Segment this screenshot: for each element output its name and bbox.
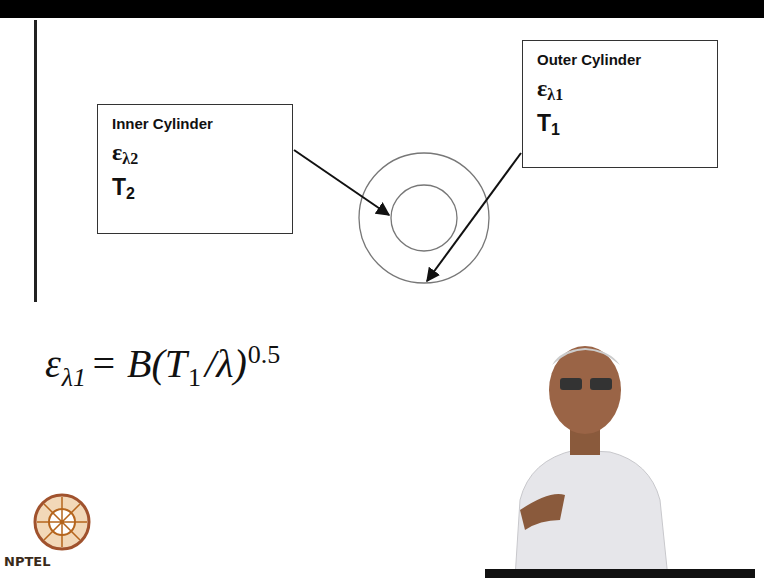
label-box: Inner Cylinder ελ2T2 <box>97 104 293 234</box>
top-bar <box>0 0 764 18</box>
equation-symbol: ε <box>45 341 61 386</box>
logo-text: NPTEL <box>4 554 50 569</box>
text-line: ελ1 <box>537 75 703 104</box>
equation-text: = B(T <box>90 341 187 386</box>
outer-cylinder-circle <box>359 153 489 283</box>
text-line: Outer Cylinder <box>537 51 703 69</box>
emissivity-symbol: ε <box>112 139 122 165</box>
equation-exponent: 0.5 <box>248 340 281 369</box>
inner-cylinder-circle <box>391 185 457 251</box>
emissivity-symbol: ε <box>537 75 547 101</box>
equation-subscript: 1 <box>188 363 201 392</box>
text-line: Inner Cylinder <box>112 115 278 133</box>
text-line: T2 <box>112 174 278 203</box>
subscript: 1 <box>551 121 560 138</box>
box-heading: Inner Cylinder <box>112 115 213 132</box>
leader-arrow <box>427 153 521 281</box>
equation-text: /λ) <box>205 341 247 386</box>
temperature-symbol: T <box>537 110 551 136</box>
subscript: λ1 <box>547 86 563 103</box>
leader-arrow <box>294 150 389 215</box>
text-line: T1 <box>537 110 703 139</box>
subscript: 2 <box>126 185 135 202</box>
text-line: ελ2 <box>112 139 278 168</box>
subscript: λ2 <box>122 150 138 167</box>
equation-subscript: λ1 <box>62 363 86 392</box>
label-box: Outer Cylinder ελ1T1 <box>522 40 718 168</box>
temperature-symbol: T <box>112 174 126 200</box>
presenter-photo <box>485 346 755 578</box>
equation: ελ1= B(T1/λ)0.5 <box>44 340 280 393</box>
side-rule <box>34 20 37 302</box>
box-heading: Outer Cylinder <box>537 51 641 68</box>
nptel-logo <box>35 495 89 549</box>
